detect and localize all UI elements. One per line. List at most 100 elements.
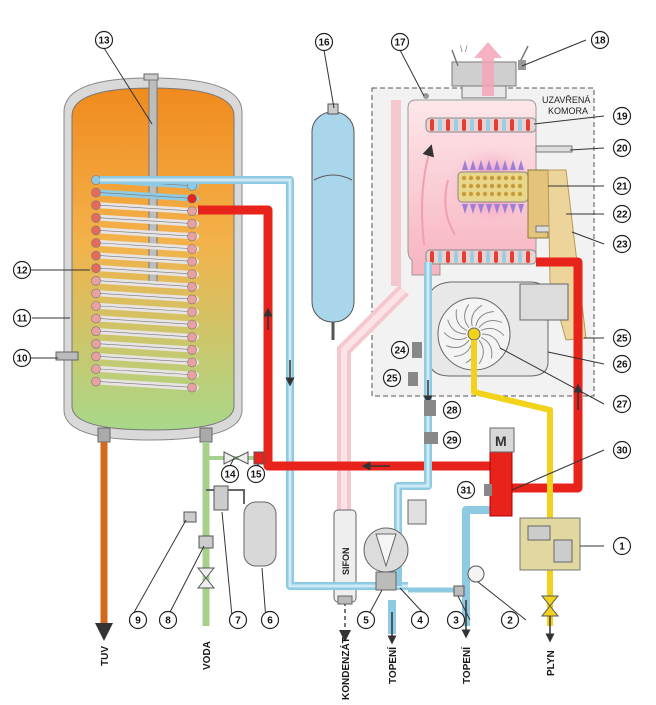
callout-circle-10	[12, 348, 32, 368]
label-tuv: TUV	[100, 646, 111, 666]
callout-circle-30	[612, 440, 632, 460]
callout-number-22: 22	[616, 210, 628, 221]
callout-number-14: 14	[224, 470, 236, 481]
callout-number-15: 15	[250, 470, 262, 481]
chamber-label-line2: KOMORA	[548, 106, 588, 116]
siphon-foot	[337, 595, 353, 605]
callout-circle-23	[612, 234, 632, 254]
callout-number-17: 17	[394, 38, 406, 49]
dhw-expansion-vessel	[243, 501, 277, 567]
callout-circle-18	[590, 30, 610, 50]
fill-valve	[223, 451, 249, 465]
callout-number-27: 27	[616, 400, 628, 411]
chamber-label-line1: UZAVŘENÁ	[542, 95, 590, 105]
gas-valve	[519, 517, 581, 571]
ignition-electrode	[535, 145, 573, 153]
callout-circle-27	[612, 394, 632, 414]
callout-circle-17	[390, 32, 410, 52]
label-kondenzat: KONDENZÁT	[339, 637, 352, 700]
callout-number-2: 2	[507, 616, 513, 627]
check-valve	[198, 535, 214, 549]
flue-thermostat	[518, 60, 526, 70]
callout-number-4: 4	[417, 616, 423, 627]
callout-circle-12	[12, 260, 32, 280]
fill-connector	[253, 451, 265, 465]
callout-circle-26	[612, 354, 632, 374]
callout-circle-19	[612, 106, 632, 126]
heat-exchanger-top	[425, 117, 537, 133]
burner	[457, 171, 529, 203]
callout-circle-25b	[612, 328, 632, 348]
callout-number-26: 26	[616, 360, 628, 371]
callout-circle-2	[500, 610, 520, 630]
air-intake-marks: \ /	[460, 44, 468, 54]
stop-valve	[196, 567, 216, 589]
callout-number-16: 16	[318, 38, 330, 49]
pressure-sensor	[424, 400, 436, 416]
callout-number-28: 28	[446, 406, 458, 417]
callout-circle-13	[94, 30, 114, 50]
callout-circle-14	[220, 464, 240, 484]
callout-circle-24	[390, 340, 410, 360]
dhw-temp-sensor	[484, 484, 492, 496]
air-intake-right	[519, 45, 529, 63]
callout-circle-8	[158, 610, 178, 630]
callout-circle-16	[314, 32, 334, 52]
pressure-switch	[412, 342, 422, 358]
callout-number-12: 12	[16, 266, 28, 277]
callout-circle-21	[612, 176, 632, 196]
callout-circle-31	[456, 480, 476, 500]
callout-circle-22	[612, 204, 632, 224]
callout-number-13: 13	[98, 36, 110, 47]
callout-circle-20	[612, 138, 632, 158]
diverter-valve: M	[489, 427, 515, 517]
heating-flow-pipe	[462, 506, 500, 626]
callout-circle-9	[128, 610, 148, 630]
flue-arrow-left	[421, 144, 435, 246]
callout-number-10: 10	[16, 354, 28, 365]
callout-number-21: 21	[616, 182, 628, 193]
label-voda: VODA	[202, 641, 213, 670]
callout-number-1: 1	[619, 542, 625, 553]
flue-sensor	[408, 372, 418, 386]
callout-circle-25a	[382, 368, 402, 388]
callout-number-6: 6	[267, 616, 273, 627]
tank-heating-coil	[91, 175, 199, 393]
callout-number-20: 20	[616, 144, 628, 155]
callout-number-30: 30	[616, 446, 628, 457]
callout-number-25a: 25	[386, 374, 398, 385]
tank-leg-left	[97, 427, 111, 443]
drain-cock	[183, 511, 197, 523]
callout-number-31: 31	[460, 486, 472, 497]
air-intake-left	[451, 49, 459, 67]
chamber-sight-point	[423, 93, 429, 99]
callout-number-7: 7	[235, 616, 241, 627]
label-topeni-right: TOPENÍ	[460, 647, 473, 684]
tank-sensor	[55, 351, 79, 361]
heat-exchanger-bottom	[425, 249, 537, 265]
leader-lines	[30, 39, 605, 621]
callout-number-11: 11	[17, 314, 28, 325]
circulation-pump	[363, 527, 409, 591]
gas-tap	[540, 595, 560, 617]
callout-number-18: 18	[594, 36, 606, 47]
callout-circle-7	[228, 610, 248, 630]
callout-circle-5	[356, 610, 376, 630]
callout-circle-15	[246, 464, 266, 484]
callout-circle-28	[442, 400, 462, 420]
drain-valve	[453, 585, 465, 597]
callout-number-29: 29	[446, 436, 458, 447]
callout-circle-11	[12, 308, 32, 328]
pressure-gauge	[467, 565, 485, 583]
callout-number-25b: 25	[616, 334, 628, 345]
callout-number-8: 8	[165, 616, 171, 627]
label-plyn: PLYN	[546, 650, 557, 676]
siphon-label: SIFON	[341, 547, 351, 575]
expansion-vessel	[311, 103, 355, 340]
callout-number-19: 19	[616, 112, 628, 123]
motor-label: M	[495, 433, 507, 449]
tank-leg-right	[199, 427, 213, 443]
callout-number-24: 24	[394, 346, 406, 357]
